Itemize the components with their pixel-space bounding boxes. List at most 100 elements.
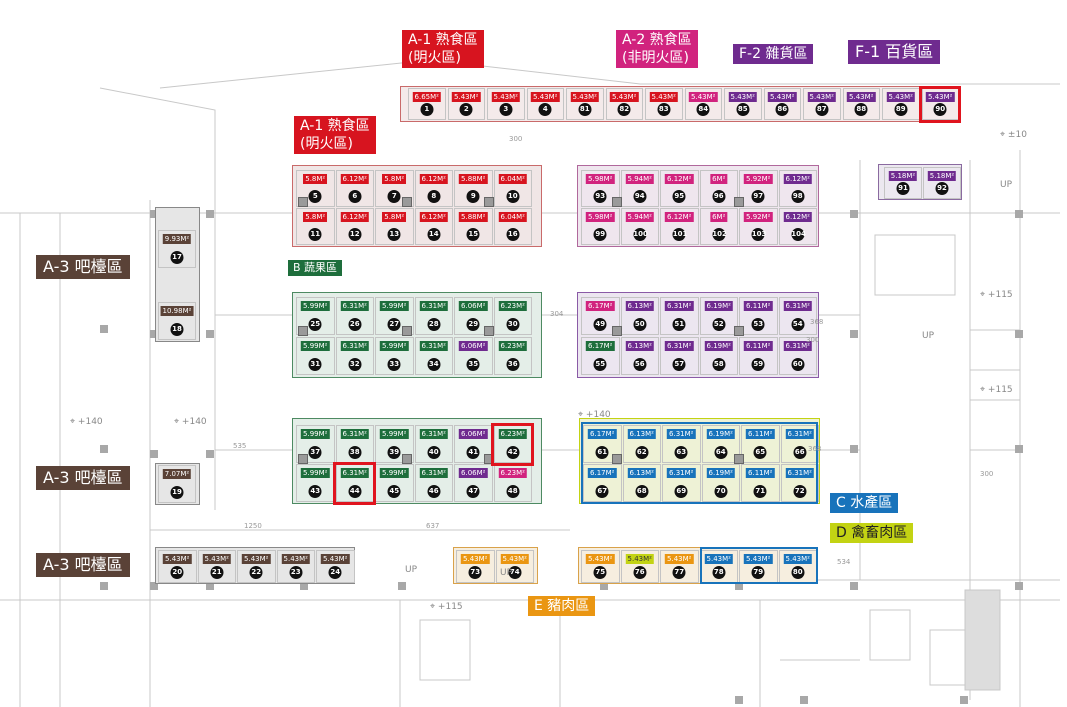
- stall-area-badge: 5.43M²: [768, 92, 797, 102]
- stall-number: 51: [672, 318, 686, 331]
- structural-pillar: [484, 326, 494, 336]
